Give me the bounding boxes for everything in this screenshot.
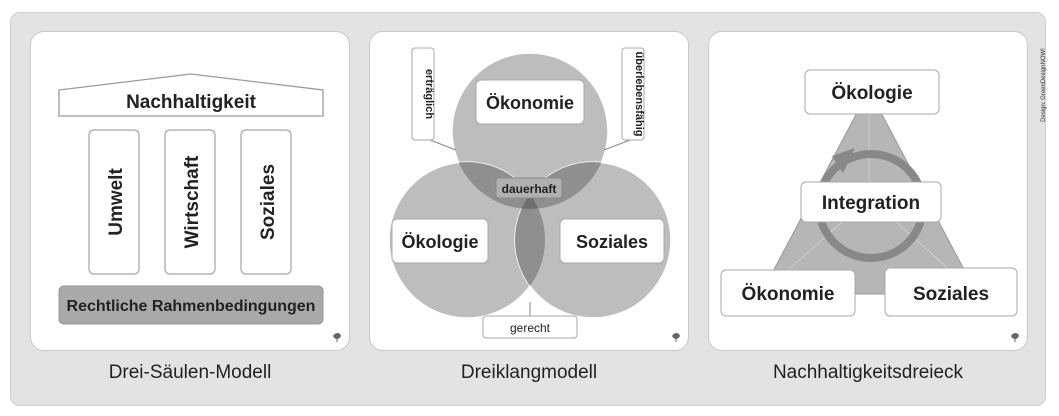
- label-soziales: Soziales: [576, 232, 648, 252]
- roof-label: Nachhaltigkeit: [126, 92, 257, 113]
- leaf-icon: [333, 333, 341, 342]
- caption-triad-model: Dreiklangmodell: [460, 362, 598, 383]
- pillar-label-wirtschaft: Wirtschaft: [182, 155, 203, 248]
- pillar-umwelt: [88, 129, 140, 275]
- pillar-label-soziales: Soziales: [258, 164, 279, 240]
- three-pillar-svg: Nachhaltigkeit Umwelt Wirtschaft Soziale…: [58, 73, 341, 342]
- side-label-right: überlebensfähig: [633, 52, 645, 137]
- label-oekonomie: Ökonomie: [486, 93, 574, 113]
- leaf-icon: [1011, 333, 1019, 342]
- leaf-icon: [672, 333, 680, 342]
- bottom-label: gerecht: [510, 321, 551, 335]
- bottom-box: [482, 315, 578, 339]
- side-box-left: [411, 47, 435, 141]
- side-label-left: erträglich: [423, 69, 435, 119]
- three-pillar-panel: Nachhaltigkeit Umwelt Wirtschaft Soziale…: [30, 31, 350, 351]
- base-bar: [58, 285, 324, 325]
- connector-left: [429, 139, 457, 151]
- base-label: Rechtliche Rahmenbedingungen: [67, 298, 316, 315]
- center-label: dauerhaft: [502, 182, 557, 196]
- cycle-arrow-icon: [832, 148, 855, 173]
- design-credit: Design: GreenDesignNOW!: [1041, 48, 1047, 122]
- label-box-oekonomie: [475, 79, 585, 125]
- pillar-soziales: [240, 129, 292, 275]
- roof-shape: [58, 73, 324, 117]
- side-box-right: [621, 47, 645, 141]
- triangle-svg: Integration Ökologie Ökonomie Soziales: [720, 69, 1019, 342]
- corner-box-soziales: [884, 267, 1018, 317]
- pillar-label-umwelt: Umwelt: [106, 168, 127, 236]
- corner-label-oekonomie: Ökonomie: [742, 284, 835, 305]
- connector-right: [603, 139, 631, 151]
- triad-model-svg: Ökonomie Ökologie Soziales dauerhaft ert…: [388, 47, 680, 342]
- design-credit-svg: Design: GreenDesignNOW!: [1041, 48, 1047, 122]
- overlap-top-right: [515, 162, 608, 209]
- label-box-oekologie: [391, 218, 489, 264]
- label-oekologie: Ökologie: [401, 232, 478, 252]
- sustainability-triangle-panel: Integration Ökologie Ökonomie Soziales: [708, 31, 1028, 351]
- center-box: [495, 177, 563, 199]
- caption-triangle: Nachhaltigkeitsdreieck: [772, 362, 964, 383]
- corner-label-soziales: Soziales: [913, 284, 989, 305]
- label-box-soziales: [559, 218, 665, 264]
- overlap-top-left: [452, 162, 545, 209]
- corner-box-oekologie: [804, 69, 940, 115]
- center-box: [800, 181, 942, 223]
- pillar-wirtschaft: [164, 129, 216, 275]
- center-label: Integration: [822, 193, 920, 214]
- corner-label-oekologie: Ökologie: [831, 83, 912, 104]
- triad-model-panel: Ökonomie Ökologie Soziales dauerhaft ert…: [369, 31, 689, 351]
- corner-box-oekonomie: [720, 269, 856, 317]
- caption-three-pillar: Drei-Säulen-Modell: [108, 362, 272, 383]
